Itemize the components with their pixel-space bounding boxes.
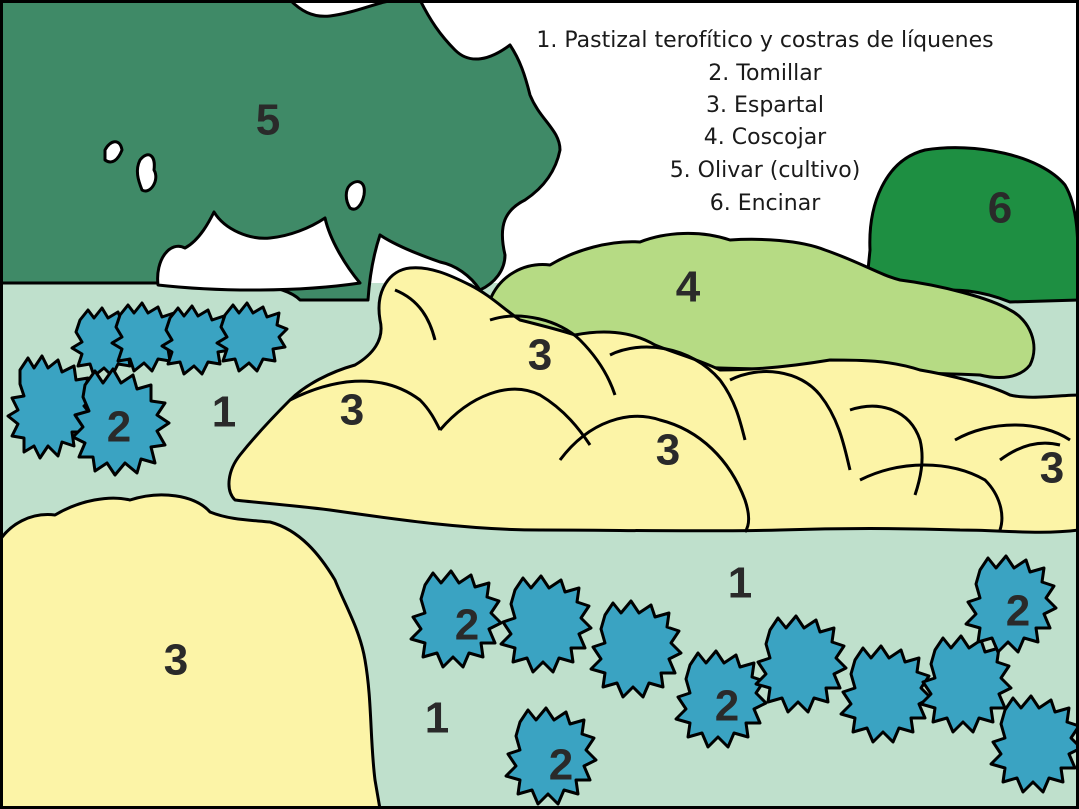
olive-gap-3 <box>135 153 158 193</box>
legend-item-5: 5. Olivar (cultivo) <box>670 158 861 183</box>
thyme-shrub-group-right <box>409 554 1079 806</box>
esparto-tussock-line-7 <box>849 404 924 496</box>
label-holm-oak: 6 <box>988 184 1012 233</box>
label-esparto-3: 3 <box>656 426 680 475</box>
esparto-tussock-line-8 <box>859 463 1004 531</box>
legend: 1. Pastizal terofítico y costras de líqu… <box>536 28 993 216</box>
olive-gap-4 <box>344 180 366 211</box>
legend-item-3: 3. Espartal <box>706 93 824 118</box>
label-grass-3: 1 <box>425 694 449 743</box>
label-kermes-oak: 4 <box>676 263 701 312</box>
esparto-tussock-line-5 <box>609 345 747 441</box>
esparto-tussock-line-4 <box>489 314 617 396</box>
label-thyme-1: 2 <box>107 403 131 452</box>
esparto-clump-front <box>0 493 382 809</box>
esparto-tussock-line-3 <box>558 414 751 533</box>
label-esparto-1: 3 <box>528 331 552 380</box>
esparto-tussock-line-6 <box>729 370 852 471</box>
label-thyme-4: 2 <box>1006 587 1030 636</box>
label-thyme-5: 2 <box>549 741 573 790</box>
olive-gap-1 <box>156 210 362 292</box>
label-esparto-2: 3 <box>340 386 364 435</box>
label-grass-1: 1 <box>212 388 236 437</box>
esparto-tussock-line-9 <box>954 423 1071 442</box>
esparto-clump-back <box>227 266 1079 534</box>
esparto-tussock-line-1 <box>289 379 442 431</box>
esparto-tussock-line-11 <box>999 441 1061 462</box>
label-thyme-2: 2 <box>455 601 479 650</box>
label-thyme-3: 2 <box>715 682 739 731</box>
thyme-shrub-group-left <box>6 301 289 477</box>
legend-item-1: 1. Pastizal terofítico y costras de líqu… <box>536 28 993 53</box>
esparto-tussock-line-10 <box>394 288 437 341</box>
label-olive: 5 <box>256 96 280 145</box>
olive-gap-2 <box>103 140 124 164</box>
legend-item-2: 2. Tomillar <box>708 61 822 86</box>
label-esparto-4: 3 <box>1040 444 1064 493</box>
esparto-tussock-line-2 <box>438 387 592 446</box>
legend-item-4: 4. Coscojar <box>704 125 827 150</box>
label-grass-2: 1 <box>728 559 752 608</box>
legend-item-6: 6. Encinar <box>710 191 821 216</box>
label-esparto-5: 3 <box>164 636 188 685</box>
